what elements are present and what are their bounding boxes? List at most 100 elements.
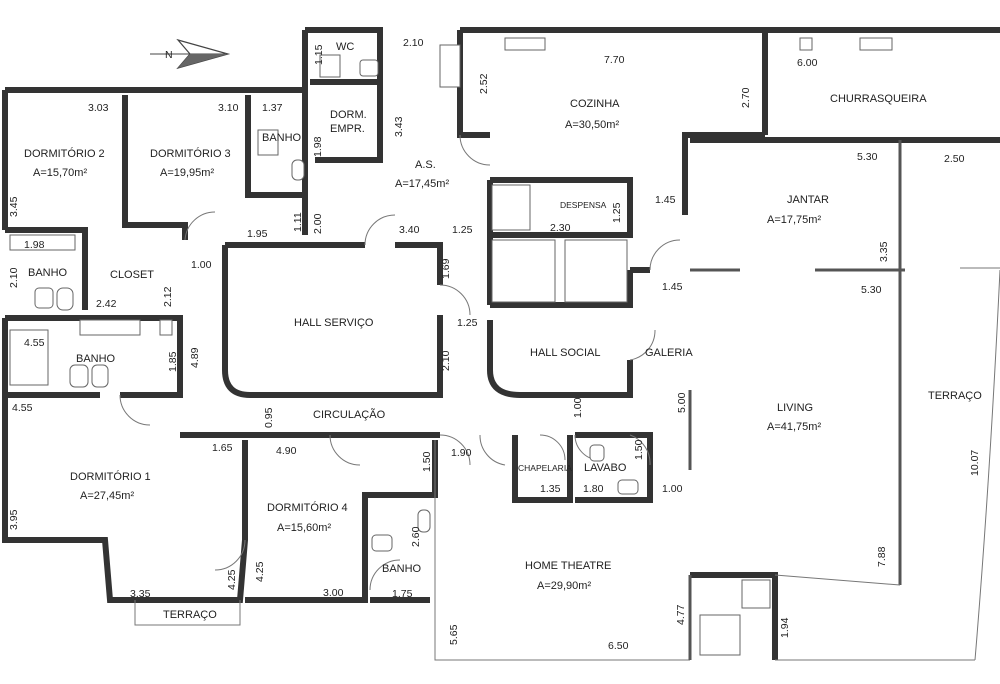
dim-label: 2.50 (944, 153, 965, 165)
room-as: A.S. (415, 159, 436, 171)
room-dormitorio4: DORMITÓRIO 4 (267, 501, 348, 514)
dim-label: 6.00 (797, 57, 818, 69)
room-home-theatre: HOME THEATRE (525, 560, 611, 572)
room-hall-servico: HALL SERVIÇO (294, 317, 374, 329)
dim-label: 1.50 (421, 451, 433, 472)
dim-label: 1.25 (611, 202, 623, 223)
dim-label: 2.30 (550, 222, 571, 234)
room-despensa: DESPENSA (560, 200, 607, 210)
dim-label: 1.11 (292, 212, 304, 232)
dim-label: 3.43 (393, 116, 405, 137)
dim-label: 1.45 (655, 194, 676, 206)
room-dorm-empr-line2: EMPR. (330, 123, 365, 135)
dim-label: 1.98 (24, 239, 45, 251)
dim-label: 5.65 (448, 624, 460, 645)
dim-label: 1.25 (457, 317, 478, 329)
dim-label: 5.30 (857, 151, 878, 163)
dim-label: 3.03 (88, 102, 109, 114)
room-wc: WC (336, 41, 354, 53)
dim-label: 1.65 (212, 442, 233, 454)
dim-label: 3.10 (218, 102, 239, 114)
room-terraco-grande: TERRAÇO (928, 390, 982, 402)
room-cozinha-area: A=30,50m² (565, 119, 619, 131)
dim-label: 1.00 (572, 397, 584, 418)
dim-label: 4.77 (675, 604, 687, 625)
dim-label: 1.50 (633, 439, 645, 460)
dim-label: 3.00 (323, 587, 344, 599)
dim-label: 2.12 (162, 286, 174, 307)
dim-label: 7.88 (876, 546, 888, 567)
dim-label: 4.89 (189, 347, 201, 368)
dim-label: 3.35 (130, 588, 151, 600)
dim-label: 4.55 (24, 337, 45, 349)
room-living-area: A=41,75m² (767, 421, 821, 433)
dim-label: 2.70 (740, 87, 752, 108)
room-home-theatre-area: A=29,90m² (537, 580, 591, 592)
dimension-labels: 1.15 2.10 7.70 2.52 6.00 3.03 3.10 1.37 … (8, 37, 981, 652)
fixtures (9, 37, 893, 656)
room-dormitorio2: DORMITÓRIO 2 (24, 147, 105, 160)
room-labels: WC DORM. EMPR. BANHO COZINHA A=30,50m² C… (24, 41, 982, 621)
room-dormitorio4-area: A=15,60m² (277, 522, 331, 534)
room-banho-master: BANHO (76, 353, 116, 365)
dim-label: 1.15 (313, 44, 325, 65)
dim-label: 1.94 (779, 617, 791, 638)
dim-label: 4.90 (276, 445, 297, 457)
dim-label: 10.07 (969, 450, 981, 476)
room-dormitorio1: DORMITÓRIO 1 (70, 470, 151, 483)
dim-label: 3.45 (8, 196, 20, 217)
dim-label: 1.00 (662, 483, 683, 495)
dim-label: 5.00 (676, 392, 688, 413)
room-dormitorio1-area: A=27,45m² (80, 490, 134, 502)
dim-label: 7.70 (604, 54, 625, 66)
room-closet: CLOSET (110, 269, 154, 281)
room-dormitorio3: DORMITÓRIO 3 (150, 147, 231, 160)
dim-label: 2.00 (312, 213, 324, 234)
dim-label: 4.25 (254, 561, 266, 582)
room-jantar: JANTAR (787, 194, 829, 206)
dim-label: 2.42 (96, 298, 117, 310)
room-dormitorio2-area: A=15,70m² (33, 167, 87, 179)
dim-label: 2.10 (8, 267, 20, 288)
dim-label: 1.98 (312, 136, 324, 157)
room-dorm-empr-line1: DORM. (330, 109, 367, 121)
dim-label: 0.95 (263, 407, 275, 428)
dim-label: 1.85 (167, 351, 179, 372)
dim-label: 1.37 (262, 102, 283, 114)
dim-label: 2.52 (478, 73, 490, 94)
dim-label: 1.80 (583, 483, 604, 495)
north-label: N (165, 49, 173, 61)
walls (2, 27, 1000, 661)
dim-label: 6.50 (608, 640, 629, 652)
dim-label: 1.35 (540, 483, 561, 495)
dim-label: 4.55 (12, 402, 33, 414)
dim-label: 3.35 (878, 241, 890, 262)
dim-label: 3.95 (8, 509, 20, 530)
room-terraco-pequeno: TERRAÇO (163, 609, 217, 621)
dim-label: 1.90 (451, 447, 472, 459)
room-jantar-area: A=17,75m² (767, 214, 821, 226)
dim-label: 2.10 (403, 37, 424, 49)
dim-label: 1.69 (440, 258, 452, 279)
room-cozinha: COZINHA (570, 98, 620, 110)
north-arrow-icon: N (150, 38, 231, 70)
dim-label: 1.45 (662, 281, 683, 293)
room-as-area: A=17,45m² (395, 178, 449, 190)
dim-label: 3.40 (399, 224, 420, 236)
dim-label: 2.10 (440, 350, 452, 371)
dim-label: 1.00 (191, 259, 212, 271)
room-banho-suite: BANHO (28, 267, 68, 279)
room-banho-d4: BANHO (382, 563, 422, 575)
dim-label: 1.25 (452, 224, 473, 236)
room-living: LIVING (777, 402, 813, 414)
dim-label: 1.95 (247, 228, 268, 240)
room-banho-servico: BANHO (262, 132, 302, 144)
dim-label: 2.60 (410, 526, 422, 547)
room-chapelaria: CHAPELARIA (518, 463, 572, 473)
room-dormitorio3-area: A=19,95m² (160, 167, 214, 179)
dim-label: 5.30 (861, 284, 882, 296)
dim-label: 4.25 (226, 569, 238, 590)
room-circulacao: CIRCULAÇÃO (313, 408, 386, 421)
dim-label: 1.75 (392, 588, 413, 600)
